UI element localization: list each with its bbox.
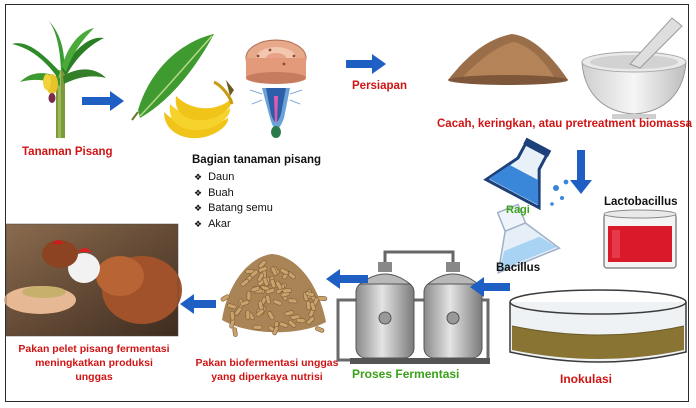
feed-label: Pakan biofermentasi unggas yang diperkay… [192, 356, 342, 384]
parts-list-item: Buah [194, 186, 273, 202]
banana-bunch-icon [164, 80, 234, 139]
pellet [269, 278, 277, 289]
stem-cross-section-icon [245, 39, 307, 84]
pellet [229, 310, 235, 321]
feed-pellets-icon [220, 254, 328, 337]
pellet [305, 291, 315, 297]
lactobacillus-beaker-icon [603, 209, 677, 269]
yeast-label: Ragi [506, 204, 530, 216]
arrow-feed-to-result [180, 294, 216, 314]
fermentation-label: Proses Fermentasi [352, 367, 460, 381]
chickens-photo-icon [4, 223, 182, 337]
result-label-line: meningkatkan produksi [35, 357, 153, 369]
arrow-inoculation-to-fermenter [470, 277, 510, 297]
pellet [262, 276, 269, 287]
pellet [270, 266, 278, 276]
parts-list-item: Akar [194, 217, 273, 233]
pellet [240, 299, 250, 307]
powder-pile-icon [448, 34, 568, 85]
pellet [227, 303, 237, 310]
pellet [272, 326, 279, 336]
arrow-preparation [346, 54, 386, 74]
result-label: Pakan pelet pisang fermentasi meningkatk… [6, 342, 182, 384]
parts-list: Daun Buah Batang semu Akar [194, 170, 273, 232]
pellet [258, 260, 267, 269]
preparation-label: Persiapan [352, 80, 407, 92]
pellet [309, 301, 317, 312]
pellet [265, 287, 275, 295]
pellet [257, 272, 265, 282]
pellet [317, 295, 328, 301]
banana-plant-label: Tanaman Pisang [22, 146, 113, 158]
parts-title: Bagian tanaman pisang [192, 154, 322, 166]
feed-label-line: yang diperkaya nutrisi [211, 371, 323, 383]
pellet [306, 316, 315, 325]
pellet [287, 319, 297, 328]
pellet [287, 298, 298, 304]
pellet [272, 299, 283, 306]
pellet [245, 310, 251, 320]
pellet [284, 310, 294, 317]
parts-list-item: Daun [194, 170, 273, 186]
pellet [279, 268, 289, 276]
processing-label: Cacah, keringkan, atau pretreatment biom… [437, 118, 693, 130]
pellet [232, 327, 238, 337]
inoculation-tray-icon [509, 289, 687, 363]
pellet [267, 311, 275, 321]
pellet [278, 321, 289, 328]
diagram-frame [5, 4, 689, 402]
banana-plant-icon [12, 20, 106, 138]
fermenter-icon [336, 250, 490, 364]
feed-label-line: Pakan biofermentasi unggas [195, 357, 339, 369]
banana-leaf-icon [131, 34, 214, 121]
parts-list-item: Batang semu [194, 201, 273, 217]
pellet [265, 294, 271, 305]
mortar-pestle-icon [581, 17, 687, 119]
arrow-fermenter-to-feed [326, 269, 368, 289]
inoculation-label: Inokulasi [560, 372, 613, 386]
arrow-plant-to-parts [82, 91, 124, 111]
pellet [295, 318, 306, 324]
pellet [250, 285, 261, 293]
arrow-down-to-cultures [570, 150, 592, 194]
bacillus-label: Bacillus [496, 262, 541, 274]
pellet [246, 290, 252, 301]
pellet [240, 278, 250, 287]
pellet [275, 280, 283, 290]
pellet [252, 324, 263, 330]
lactobacillus-label: Lactobacillus [604, 196, 678, 208]
result-label-line: unggas [75, 371, 113, 383]
pellet [255, 308, 265, 317]
pellet [315, 326, 325, 333]
yeast-flask-icon [483, 137, 569, 211]
result-label-line: Pakan pelet pisang fermentasi [18, 343, 170, 355]
pellet [234, 306, 243, 316]
pellet [258, 266, 268, 273]
pellet [220, 294, 230, 302]
bacillus-flask-icon [496, 203, 561, 275]
root-icon [249, 88, 303, 138]
pellet [282, 288, 292, 294]
flow-arrows [82, 54, 592, 314]
